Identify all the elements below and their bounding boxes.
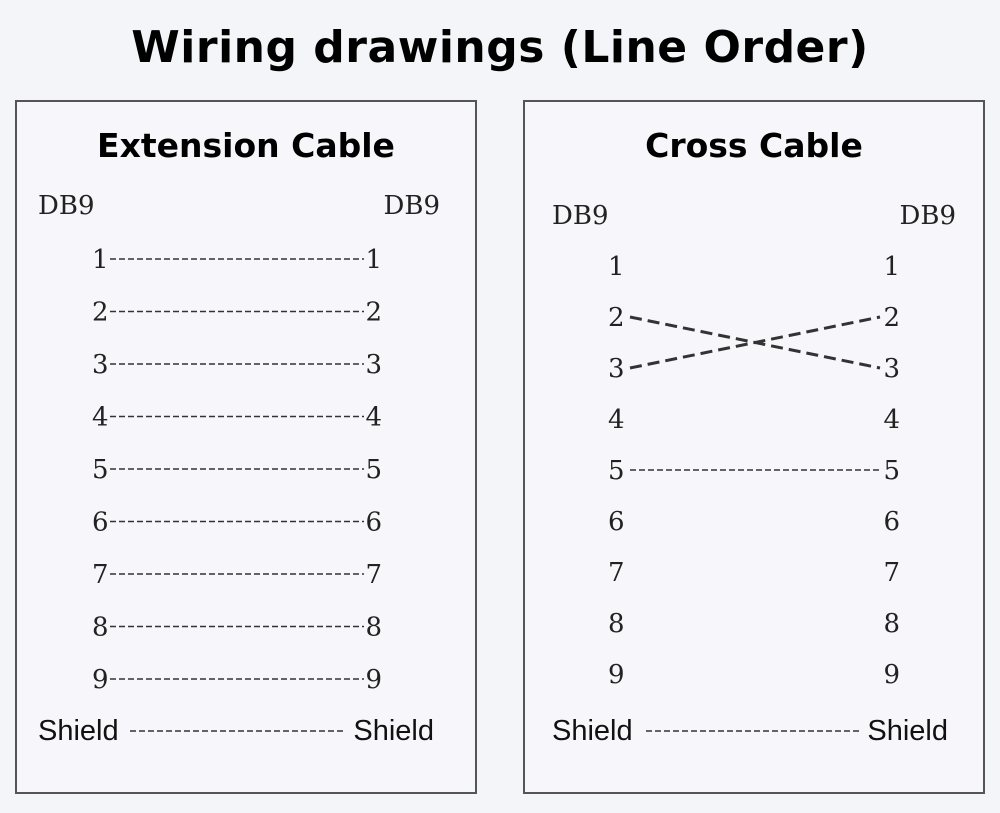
extension-right-pin-2: 2 bbox=[365, 298, 382, 328]
extension-right-pin-6: 6 bbox=[365, 508, 382, 538]
cross-right-db-header: DB9 bbox=[900, 201, 957, 231]
cross-left-pin-2: 2 bbox=[608, 303, 625, 333]
extension-left-pin-3: 3 bbox=[92, 350, 109, 380]
cross-right-pin-6: 6 bbox=[883, 507, 900, 537]
extension-left-pin-6: 6 bbox=[92, 508, 109, 538]
extension-right-pin-1: 1 bbox=[365, 245, 382, 275]
extension-left-db-header: DB9 bbox=[38, 191, 95, 221]
cross-right-pin-9: 9 bbox=[883, 660, 900, 690]
extension-right-pin-8: 8 bbox=[365, 613, 382, 643]
extension-cable-title: Extension Cable bbox=[97, 126, 395, 165]
page-title: Wiring drawings (Line Order) bbox=[131, 22, 869, 73]
cross-left-pin-9: 9 bbox=[608, 660, 625, 690]
cross-left-db-header: DB9 bbox=[552, 201, 609, 231]
extension-left-shield: Shield bbox=[38, 715, 119, 747]
extension-left-pin-7: 7 bbox=[92, 560, 109, 590]
cross-left-pin-7: 7 bbox=[608, 558, 625, 588]
cross-right-pin-8: 8 bbox=[883, 609, 900, 639]
cross-left-pin-6: 6 bbox=[608, 507, 625, 537]
extension-right-pin-5: 5 bbox=[365, 455, 382, 485]
cross-right-shield: Shield bbox=[867, 715, 948, 747]
cross-left-pin-4: 4 bbox=[608, 405, 625, 435]
cross-right-pin-4: 4 bbox=[883, 405, 900, 435]
cross-right-pin-1: 1 bbox=[883, 252, 900, 282]
extension-right-db-header: DB9 bbox=[384, 191, 441, 221]
cross-cable-title: Cross Cable bbox=[645, 126, 863, 165]
extension-left-pin-2: 2 bbox=[92, 298, 109, 328]
extension-right-shield: Shield bbox=[353, 715, 434, 747]
extension-left-pin-1: 1 bbox=[92, 245, 109, 275]
cross-cable-panel: Cross Cable bbox=[523, 100, 985, 794]
extension-left-pin-4: 4 bbox=[92, 403, 109, 433]
cross-right-pin-3: 3 bbox=[883, 354, 900, 384]
extension-left-pin-9: 9 bbox=[92, 665, 109, 695]
extension-right-pin-7: 7 bbox=[365, 560, 382, 590]
cross-left-pin-5: 5 bbox=[608, 456, 625, 486]
cross-right-pin-7: 7 bbox=[883, 558, 900, 588]
extension-right-pin-3: 3 bbox=[365, 350, 382, 380]
extension-right-pin-4: 4 bbox=[365, 403, 382, 433]
cross-left-pin-1: 1 bbox=[608, 252, 625, 282]
cross-right-pin-2: 2 bbox=[883, 303, 900, 333]
cross-wire-3-to-2 bbox=[629, 315, 881, 370]
cross-left-shield: Shield bbox=[552, 715, 633, 747]
extension-left-pin-5: 5 bbox=[92, 455, 109, 485]
extension-right-pin-9: 9 bbox=[365, 665, 382, 695]
extension-left-pin-8: 8 bbox=[92, 613, 109, 643]
cross-right-pin-5: 5 bbox=[883, 456, 900, 486]
cross-left-pin-3: 3 bbox=[608, 354, 625, 384]
cross-left-pin-8: 8 bbox=[608, 609, 625, 639]
